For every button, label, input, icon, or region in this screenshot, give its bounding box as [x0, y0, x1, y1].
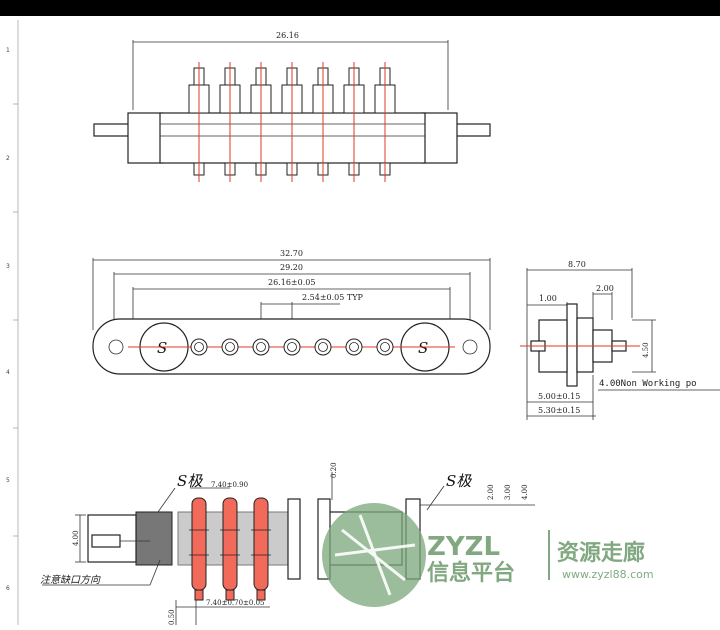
top-dim-overall: 26.16 — [276, 31, 299, 40]
top-black-bar — [0, 0, 720, 16]
section-pin — [251, 497, 271, 601]
section-note: 注意缺口方向 — [40, 574, 101, 586]
section-pins — [189, 497, 271, 601]
section-dim-300: 3.00 — [504, 484, 512, 500]
side-dim-total: 8.70 — [568, 260, 586, 269]
ruler-mark-4: 4 — [6, 369, 10, 376]
top-view: 26.16 — [93, 31, 491, 182]
front-dim-pins-span: 26.16±0.05 — [268, 278, 315, 287]
s-pole-left-note: S极 — [177, 472, 203, 490]
ruler-mark-1: 1 — [6, 47, 10, 54]
front-pin — [252, 338, 270, 356]
s-pole-left-label: S — [157, 339, 167, 357]
front-pin — [221, 338, 239, 356]
front-dim-mount: 29.20 — [280, 263, 303, 272]
section-dim-200: 2.00 — [487, 484, 495, 500]
ruler-mark-3: 3 — [6, 263, 10, 270]
left-ruler: 1 2 3 4 5 6 — [6, 20, 19, 625]
side-dim-height: 4.50 — [642, 342, 650, 358]
watermark-cn: 资源走廊 — [557, 540, 645, 566]
top-pin — [343, 62, 365, 182]
section-pin — [220, 497, 240, 601]
section-dim-top: 7.40±0.90 — [211, 481, 248, 489]
front-pin — [190, 338, 208, 356]
front-pin — [283, 338, 301, 356]
front-dim-overall: 32.70 — [280, 249, 303, 258]
s-pole-right-label: S — [418, 339, 428, 357]
section-dim-height-left: 4.00 — [72, 530, 80, 546]
section-dim-050: 0.50 — [168, 609, 176, 625]
top-pins — [188, 62, 396, 182]
section-pin — [189, 497, 209, 601]
ruler-mark-2: 2 — [6, 155, 10, 162]
side-dim-a: 1.00 — [539, 294, 557, 303]
top-pin — [312, 62, 334, 182]
side-view: 8.70 2.00 1.00 4.50 4.00Non Working po 5… — [520, 260, 720, 420]
ruler-mark-5: 5 — [6, 477, 10, 484]
watermark-brand: ZYZL — [427, 532, 500, 562]
front-dim-pitch: 2.54±0.05 TYP — [302, 293, 363, 302]
front-pin — [345, 338, 363, 356]
side-dim-body2: 5.30±0.15 — [538, 406, 580, 415]
front-pins — [190, 338, 394, 356]
watermark: ZYZL 信息平台 资源走廊 www.zyzl88.com — [322, 503, 654, 607]
section-dim-bottom: 7.40±0.70±0.05 — [206, 599, 265, 607]
front-pin — [376, 338, 394, 356]
watermark-sub: 信息平台 — [427, 560, 515, 586]
top-pin — [281, 62, 303, 182]
top-pin — [219, 62, 241, 182]
front-view: 32.70 29.20 26.16±0.05 2.54±0.05 TYP S S — [92, 249, 491, 375]
watermark-url: www.zyzl88.com — [562, 568, 654, 581]
s-pole-right-note: S极 — [446, 472, 472, 490]
side-nonworking-note: 4.00Non Working po — [599, 379, 697, 389]
top-pin — [250, 62, 272, 182]
section-dim-400: 4.00 — [521, 484, 529, 500]
section-dim-020: 0.20 — [330, 462, 338, 478]
top-pin — [374, 62, 396, 182]
front-pin — [314, 338, 332, 356]
ruler-mark-6: 6 — [6, 585, 10, 592]
side-dim-b: 2.00 — [596, 284, 614, 293]
top-pin — [188, 62, 210, 182]
side-dim-body1: 5.00±0.15 — [538, 392, 580, 401]
